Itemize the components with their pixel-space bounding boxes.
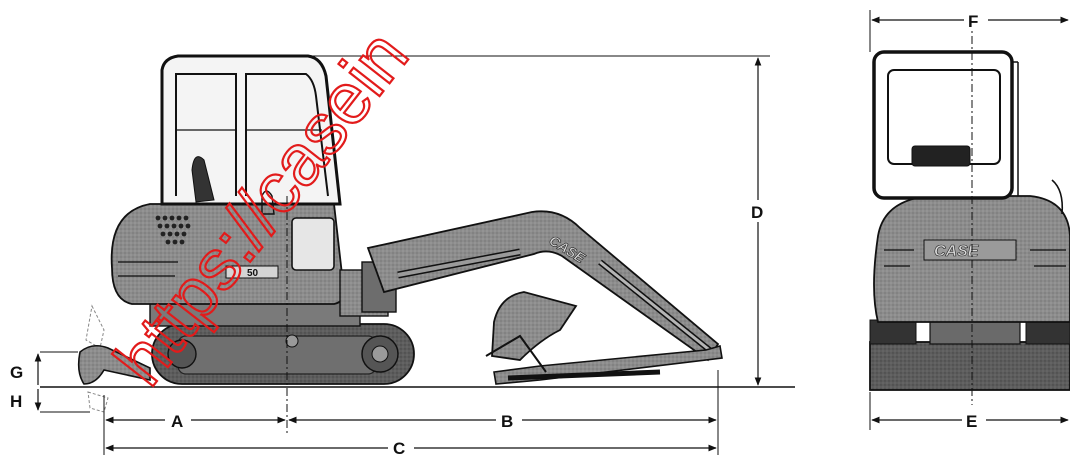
dim-c-label: C [393,439,405,455]
dim-g-label: G [10,363,23,382]
track-undercarriage [151,323,415,385]
rear-brand: CASE [934,243,980,260]
bucket-cylinder [507,369,661,381]
dim-e-label: E [966,412,977,431]
rear-cab [872,50,1064,215]
blade-ghost-raised [85,304,105,349]
engine-panel-line [118,261,178,277]
blade-ghost-lowered [87,391,109,413]
bucket [491,291,578,361]
dim-h-label: H [10,392,22,411]
engine-vents [155,215,191,245]
rear-view: CASE F E [869,10,1070,431]
bucket-linkage [485,334,547,373]
dim-f-label: F [968,12,978,31]
rear-brand-plate [923,239,1017,261]
dim-d-label: D [751,203,763,222]
model-number: 50 [247,268,259,279]
model-plate [225,265,279,279]
dim-a-label: A [171,412,183,431]
side-view: 50 CASE [10,54,795,455]
dozer-blade [77,344,151,385]
dim-b-label: B [501,412,513,431]
rear-track-base [869,341,1070,391]
